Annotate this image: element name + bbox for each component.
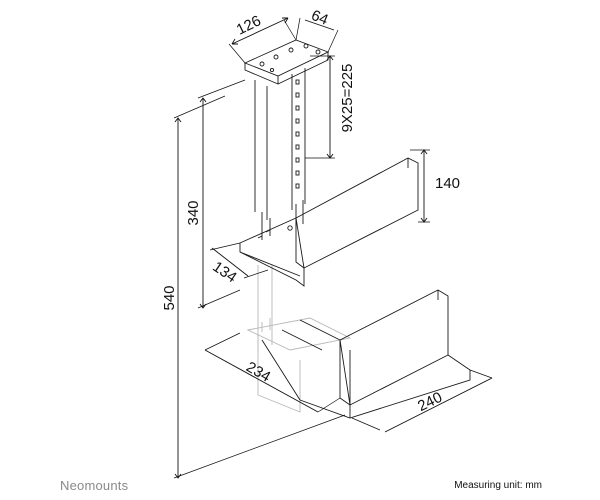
dimension-lines: [173, 17, 493, 479]
lower-cradle: [261, 289, 471, 419]
upper-cradle: [239, 157, 419, 287]
dim-cradle-height-label: 140: [435, 175, 460, 192]
mounting-column: [243, 39, 330, 240]
dim-cradle-depth-label: 134: [209, 258, 239, 286]
brand-logo-text: Neomounts: [60, 478, 129, 493]
dim-bottom-width-label: 240: [415, 389, 445, 415]
dim-bottom-depth-label: 234: [243, 358, 273, 385]
measuring-unit-note: Measuring unit: mm: [454, 480, 542, 491]
extended-cradle-ghost: [246, 265, 352, 413]
dim-height-steps-label: 9X25=225: [339, 64, 356, 133]
adjustment-holes: [295, 79, 300, 189]
dim-plate-width-label: 126: [234, 12, 264, 38]
dim-total-height-label: 540: [161, 285, 178, 310]
dim-bracket-height-label: 340: [185, 200, 202, 225]
dim-plate-depth-label: 64: [309, 7, 331, 29]
